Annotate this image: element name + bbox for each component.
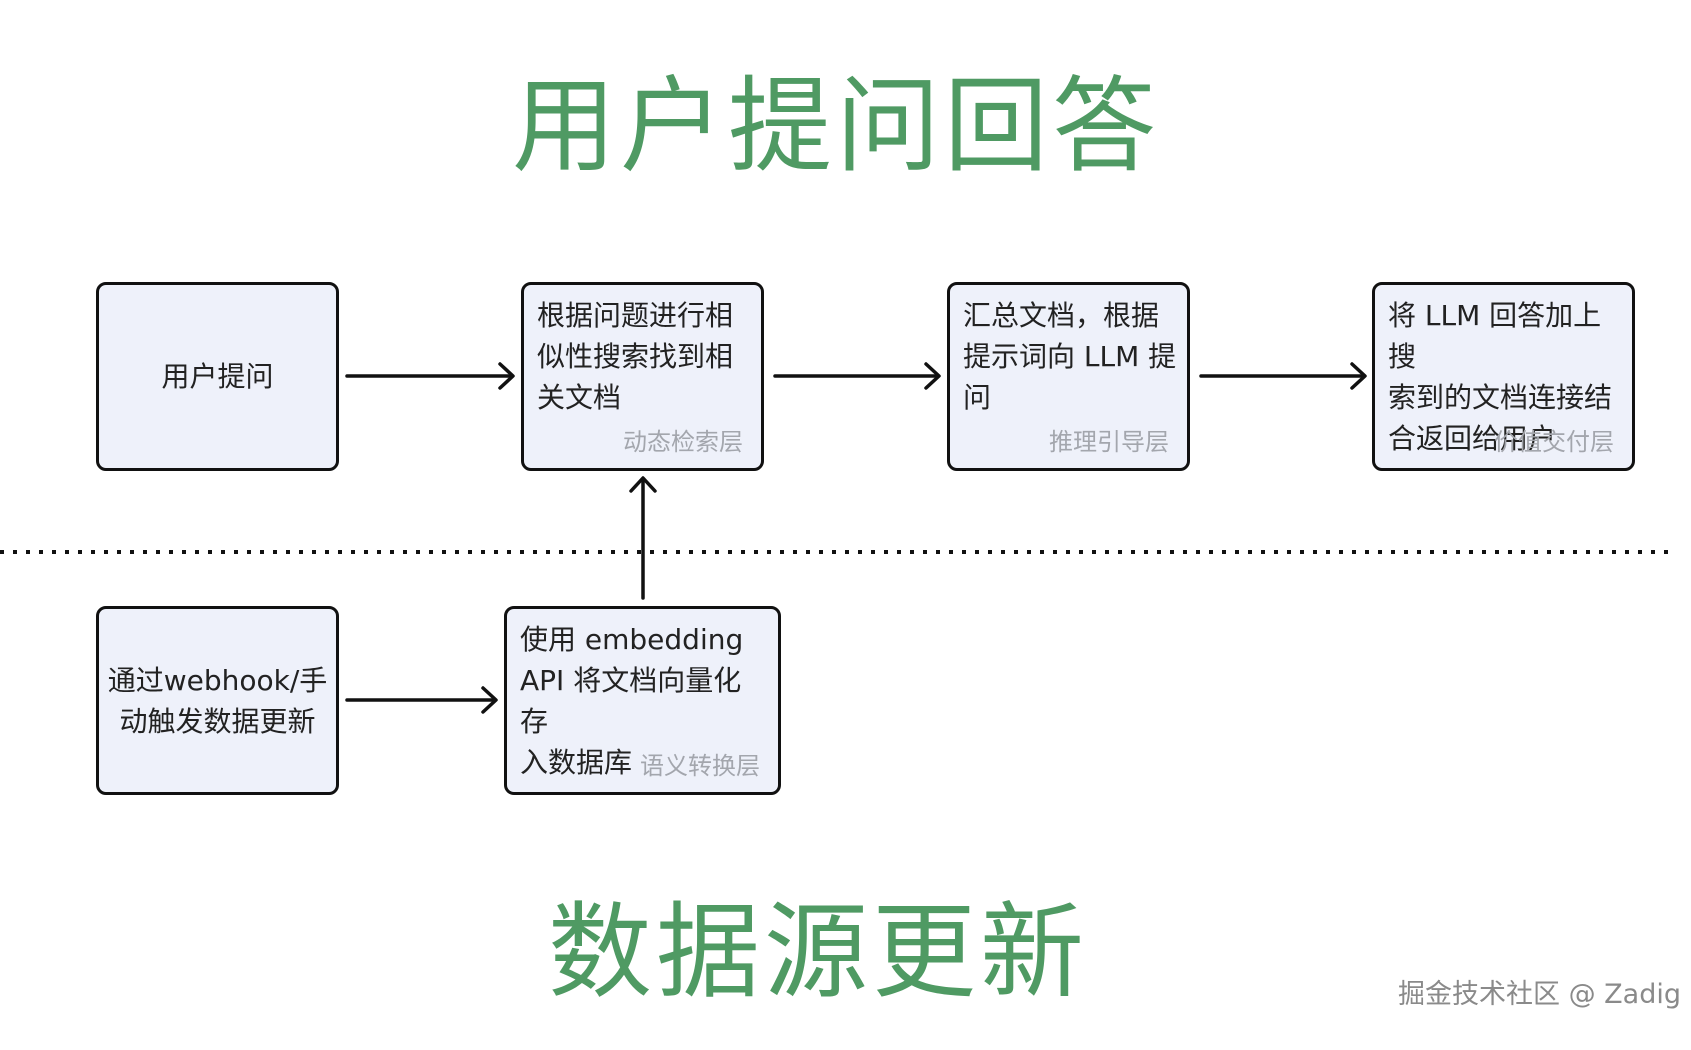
node-embedding-text: 使用 embedding API 将文档向量化存 入数据库 (520, 623, 744, 779)
node-reasoning: 汇总文档，根据 提示词向 LLM 提 问 推理引导层 (947, 282, 1190, 471)
node-embedding: 使用 embedding API 将文档向量化存 入数据库 语义转换层 (504, 606, 781, 795)
node-user-question-text: 用户提问 (161, 360, 274, 393)
node-retrieval-layer-label: 动态检索层 (623, 428, 743, 456)
node-delivery: 将 LLM 回答加上搜 索到的文档连接结 合返回给用户 价值交付层 (1372, 282, 1635, 471)
arrow-retrieval-to-reasoning (773, 362, 941, 390)
node-embedding-layer-label: 语义转换层 (640, 752, 760, 780)
arrow-embedding-to-retrieval (629, 476, 657, 600)
watermark: 掘金技术社区 @ Zadig (1398, 979, 1681, 1010)
node-retrieval: 根据问题进行相 似性搜索找到相 关文档 动态检索层 (521, 282, 764, 471)
node-delivery-layer-label: 价值交付层 (1494, 428, 1614, 456)
title-data-source-update: 数据源更新 (548, 891, 1089, 1013)
node-reasoning-text: 汇总文档，根据 提示词向 LLM 提 问 (963, 299, 1177, 414)
node-retrieval-text: 根据问题进行相 似性搜索找到相 关文档 (537, 299, 734, 414)
arrow-reasoning-to-delivery (1199, 362, 1367, 390)
arrow-question-to-retrieval (345, 362, 515, 390)
node-update-trigger-text: 通过webhook/手 动触发数据更新 (107, 663, 328, 738)
arrow-trigger-to-embedding (345, 686, 498, 714)
node-update-trigger: 通过webhook/手 动触发数据更新 (96, 606, 339, 795)
title-user-question-answer: 用户提问回答 (512, 65, 1161, 187)
node-delivery-text: 将 LLM 回答加上搜 索到的文档连接结 合返回给用户 (1388, 299, 1613, 455)
node-reasoning-layer-label: 推理引导层 (1049, 428, 1169, 456)
node-user-question: 用户提问 (96, 282, 339, 471)
